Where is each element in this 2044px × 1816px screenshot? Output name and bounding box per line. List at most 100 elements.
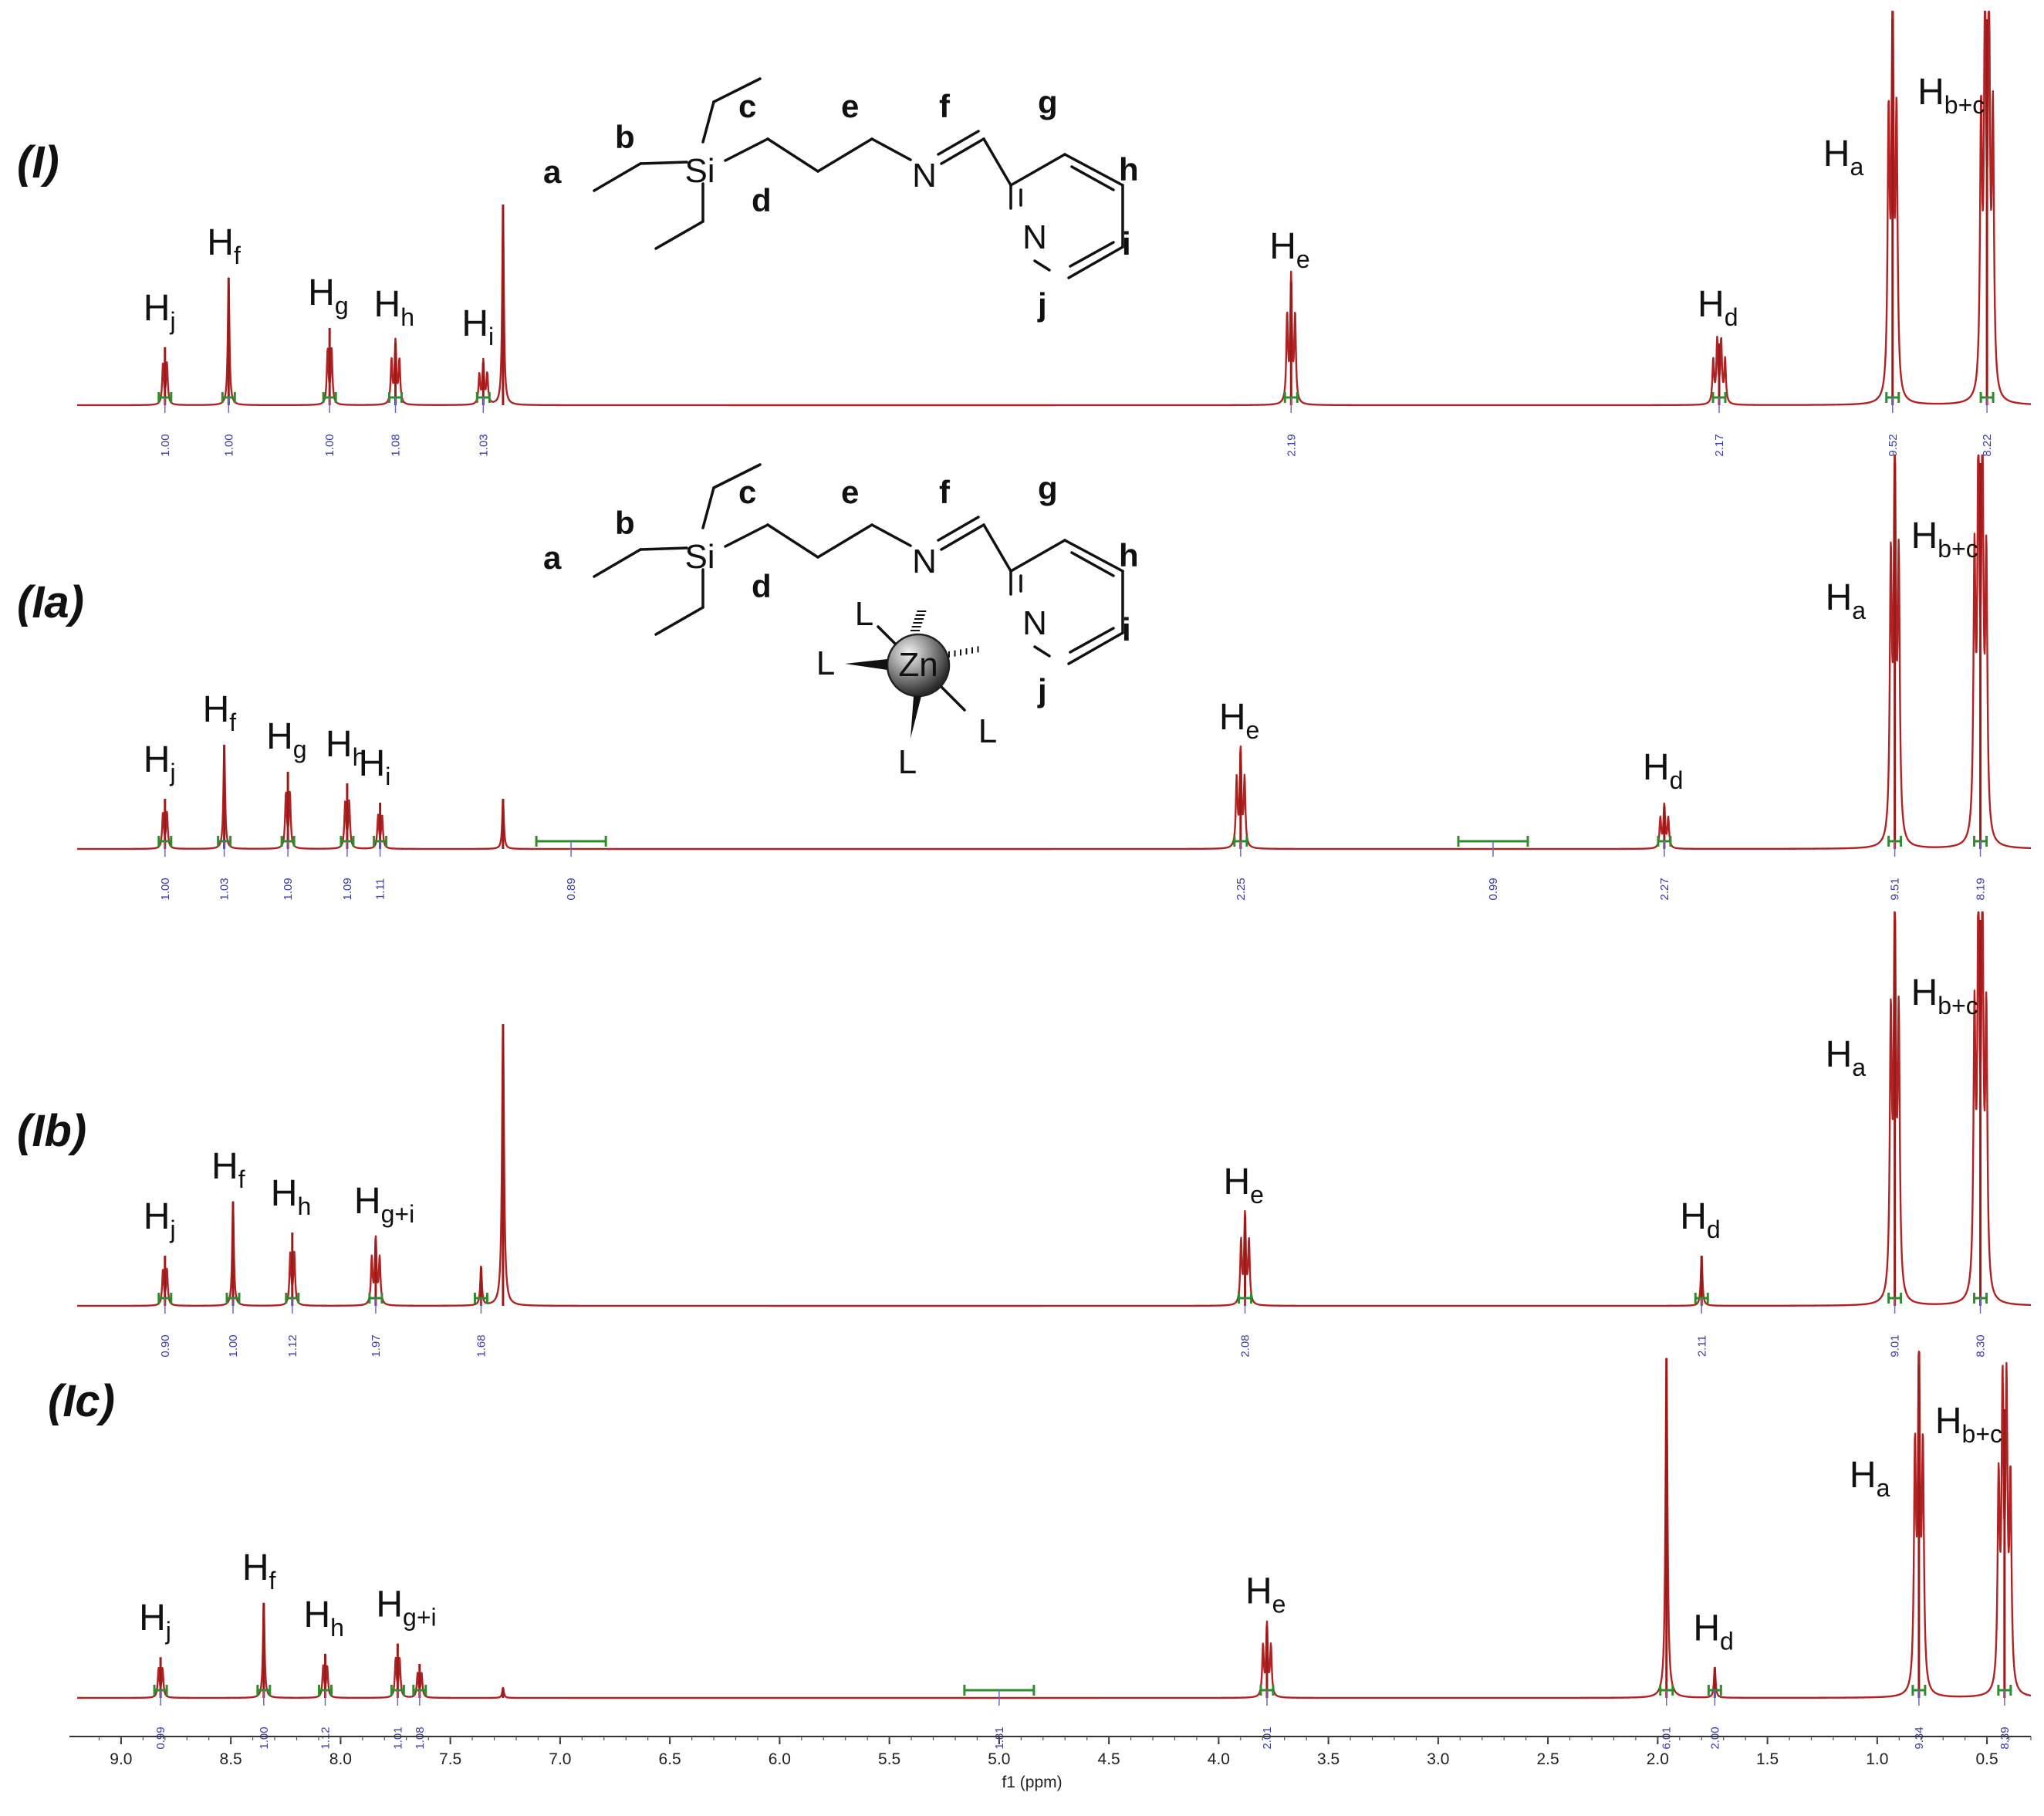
- peak-label-main: H: [1643, 747, 1670, 788]
- position-letter: j: [1037, 286, 1047, 323]
- integral-region: 2.17: [1711, 392, 1727, 457]
- integral-value: 8.30: [1975, 1334, 1988, 1357]
- integral-region: 1.00: [157, 836, 173, 901]
- integral-value: 9.51: [1889, 878, 1902, 900]
- peak-label-main: H: [376, 1584, 403, 1625]
- peak-label-main: H: [1219, 697, 1246, 738]
- integral-value: 2.08: [1239, 1334, 1252, 1357]
- peak-label-subscript: d: [1725, 303, 1738, 331]
- integral-value: 1.00: [227, 1334, 240, 1357]
- x-tick-label: 0.5: [1975, 1750, 1998, 1768]
- integral-region: 1.00: [225, 1293, 241, 1358]
- peak-label: Hi: [359, 743, 391, 790]
- peak-label-subscript: e: [1245, 716, 1259, 744]
- peak-label-main: H: [144, 739, 171, 780]
- atom-ligand: L: [978, 712, 997, 750]
- peak-label: Hf: [211, 1146, 245, 1193]
- integral-region: 9.34: [1911, 1685, 1927, 1750]
- x-axis-label: f1 (ppm): [1002, 1774, 1062, 1791]
- peak-label-main: H: [359, 743, 386, 784]
- integral-region: 8.30: [1973, 1293, 1988, 1358]
- integral-value: 8.19: [1975, 878, 1988, 900]
- peak-label-subscript: e: [1250, 1181, 1264, 1209]
- peak-label: Hg+i: [376, 1584, 436, 1632]
- peak-label-main: H: [461, 303, 488, 344]
- spectrum-trace: [76, 454, 2032, 851]
- position-letter: j: [1037, 672, 1047, 708]
- integral-region: 1.11: [373, 836, 388, 900]
- integral-value: 1.03: [477, 434, 490, 456]
- integral-region: 1.97: [368, 1293, 383, 1358]
- position-letter: i: [1122, 225, 1131, 262]
- atom-nitrogen: N: [912, 157, 937, 194]
- peak-label-subscript: g: [335, 292, 349, 320]
- atom-ligand: L: [898, 743, 917, 781]
- position-letter: h: [1119, 537, 1139, 573]
- integral-region: 2.25: [1233, 836, 1248, 901]
- peak-label: Ha: [1850, 1455, 1890, 1502]
- peak-label-subscript: j: [169, 759, 175, 786]
- integral-value: 2.00: [1708, 1726, 1721, 1749]
- peak-label-subscript: j: [165, 1617, 171, 1645]
- spectrum-trace: [76, 911, 2032, 1307]
- x-tick-label: 4.0: [1208, 1750, 1230, 1768]
- peak-label-main: H: [144, 288, 171, 329]
- integral-region: 2.01: [1259, 1685, 1275, 1750]
- peak-label: Hd: [1643, 747, 1683, 794]
- integral-region: 1.68: [473, 1293, 488, 1358]
- atom-silicon: Si: [684, 152, 715, 190]
- peak-label-subscript: j: [169, 307, 175, 335]
- integral-value: 2.19: [1285, 434, 1298, 456]
- peak-label-main: H: [1269, 226, 1296, 267]
- peak-label: Hf: [242, 1547, 276, 1594]
- peak-label: He: [1224, 1162, 1264, 1209]
- x-tick-label: 3.0: [1427, 1750, 1449, 1768]
- peak-label-subscript: h: [353, 743, 367, 771]
- position-letter: a: [543, 154, 562, 190]
- peak-label: Hh: [271, 1173, 311, 1220]
- peak-label-subscript: i: [488, 323, 494, 350]
- integral-region: 0.99: [153, 1685, 168, 1750]
- x-tick-label: 6.5: [659, 1750, 681, 1768]
- integral-value: 2.25: [1235, 878, 1248, 900]
- integral-value: 1.08: [390, 434, 403, 456]
- peak-label: Hg+i: [354, 1181, 414, 1228]
- integral-value: 0.99: [154, 1726, 167, 1749]
- peak-label-subscript: e: [1272, 1591, 1286, 1618]
- peak-label-main: H: [1698, 284, 1725, 325]
- x-tick-label: 5.5: [878, 1750, 900, 1768]
- x-tick-label: 5.0: [988, 1750, 1010, 1768]
- peak-label-subscript: i: [385, 763, 390, 790]
- peak-label-subscript: f: [269, 1567, 275, 1594]
- integral-region: 8.39: [1997, 1685, 2012, 1750]
- integral-value: 1.12: [319, 1726, 332, 1749]
- position-letter: e: [841, 88, 859, 124]
- integral-value: 9.34: [1913, 1726, 1926, 1749]
- peak-label-main: H: [242, 1547, 269, 1588]
- peak-label-main: H: [354, 1181, 381, 1222]
- atom-ligand: L: [855, 595, 873, 633]
- peak-label-main: H: [203, 689, 230, 730]
- peak-label: Hj: [144, 1196, 176, 1243]
- peak-label-main: H: [1935, 1401, 1962, 1442]
- integral-value: 1.00: [258, 1726, 271, 1749]
- integral-value: 1.00: [159, 878, 172, 900]
- integral-value: 1.68: [475, 1334, 488, 1357]
- integral-value: 1.00: [222, 434, 235, 456]
- integral-region: 9.51: [1887, 836, 1903, 901]
- integral-value: 2.17: [1713, 434, 1726, 456]
- x-tick-label: 1.5: [1756, 1750, 1779, 1768]
- integral-region: 1.00: [157, 392, 173, 457]
- peak-label: Ha: [1826, 1034, 1867, 1081]
- integral-value: 9.01: [1889, 1334, 1902, 1357]
- peak-label: Hj: [144, 288, 176, 335]
- position-letter: h: [1119, 151, 1139, 188]
- peak-label-subscript: g+i: [403, 1604, 437, 1632]
- position-letter: g: [1038, 84, 1058, 120]
- peak-label-main: H: [207, 222, 234, 263]
- integral-region: 1.12: [285, 1293, 300, 1358]
- x-tick-label: 8.0: [329, 1750, 352, 1768]
- integral-region: 1.09: [340, 836, 355, 901]
- atom-nitrogen: N: [1022, 604, 1047, 642]
